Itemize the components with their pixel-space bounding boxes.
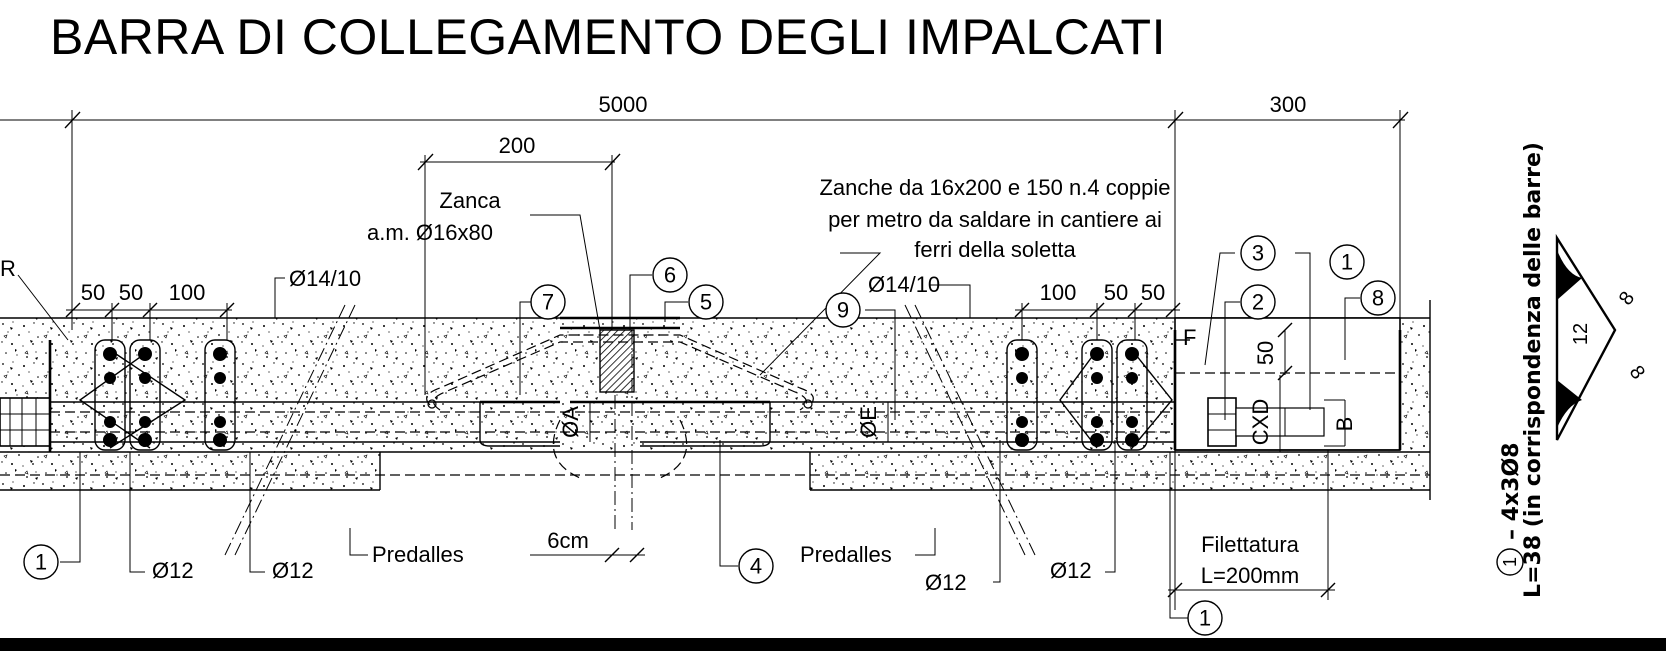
dim-300: 300 xyxy=(1270,92,1307,117)
label-phi12-c: Ø12 xyxy=(925,570,967,595)
label-phi14-right: Ø14/10 xyxy=(868,272,940,297)
label-phi14-left: Ø14/10 xyxy=(289,266,361,291)
label-predalles-left: Predalles xyxy=(372,542,464,567)
label-filettatura-length: L=200mm xyxy=(1201,563,1299,588)
label-b: B xyxy=(1332,417,1357,432)
dim-50-right-a: 50 xyxy=(1104,280,1128,305)
label-zanca: Zanca xyxy=(439,188,501,213)
svg-text:3: 3 xyxy=(1252,241,1264,266)
dimension-lines xyxy=(0,110,1409,610)
dim-200: 200 xyxy=(499,133,536,158)
label-cxd: CXD xyxy=(1248,399,1273,445)
label-phi12-b: Ø12 xyxy=(272,558,314,583)
left-nut xyxy=(0,340,52,452)
svg-text:8: 8 xyxy=(1372,286,1384,311)
marker-8: 8 xyxy=(1360,280,1396,316)
svg-text:5: 5 xyxy=(700,290,712,315)
svg-text:1: 1 xyxy=(1199,606,1211,631)
weld-marker: 1 xyxy=(1500,557,1520,567)
weld-dim-8a: 8 xyxy=(1615,288,1639,310)
dim-100-left: 100 xyxy=(169,280,206,305)
dim-50-left-b: 50 xyxy=(119,280,143,305)
svg-text:4: 4 xyxy=(750,554,762,579)
marker-2: 2 xyxy=(1240,284,1276,320)
dim-6cm: 6cm xyxy=(547,528,589,553)
svg-text:9: 9 xyxy=(837,298,849,323)
svg-text:7: 7 xyxy=(542,290,554,315)
marker-1-left: 1 xyxy=(23,544,59,580)
svg-text:1: 1 xyxy=(35,550,47,575)
svg-text:6: 6 xyxy=(664,263,676,288)
label-zanca-am: a.m. Ø16x80 xyxy=(367,220,493,245)
marker-9: 9 xyxy=(825,292,861,328)
marker-1-bottom: 1 xyxy=(1187,600,1223,636)
label-phi12-a: Ø12 xyxy=(152,558,194,583)
dim-50-right-b: 50 xyxy=(1141,280,1165,305)
dim-50-vertical: 50 xyxy=(1253,341,1278,365)
weld-dim-8b: 8 xyxy=(1625,362,1649,384)
zanche-anchors xyxy=(426,334,814,411)
end-anchor-block xyxy=(1173,317,1402,451)
label-zanche-3: ferri della soletta xyxy=(914,237,1076,262)
label-f: F xyxy=(1183,325,1196,350)
right-stirrups xyxy=(1006,339,1173,451)
dim-total: 5000 xyxy=(599,92,648,117)
label-phi12-d: Ø12 xyxy=(1050,558,1092,583)
svg-text:2: 2 xyxy=(1252,290,1264,315)
label-zanche-2: per metro da saldare in cantiere ai xyxy=(828,207,1162,232)
weld-spec: – 4x3Ø8 xyxy=(1499,443,1524,540)
connection-bar xyxy=(50,400,1175,447)
marker-4: 4 xyxy=(738,548,774,584)
label-zanche-1: Zanche da 16x200 e 150 n.4 coppie xyxy=(819,175,1170,200)
label-predalles-right: Predalles xyxy=(800,542,892,567)
weld-detail: 1 – 4x3Ø8 L=38 (in corrispondenza delle … xyxy=(1496,142,1649,598)
marker-7: 7 xyxy=(530,284,566,320)
label-r: R xyxy=(0,256,16,281)
left-stirrups xyxy=(78,339,236,451)
weld-dim-12: 12 xyxy=(1570,323,1592,345)
leader-lines xyxy=(17,214,1360,619)
drawing-title: BARRA DI COLLEGAMENTO DEGLI IMPALCATI xyxy=(50,9,1166,65)
marker-1-top: 1 xyxy=(1329,244,1365,280)
label-phi-a: ØA xyxy=(558,406,583,438)
joint-filler xyxy=(552,316,688,530)
weld-note: L=38 (in corrispondenza delle barre) xyxy=(1521,142,1546,598)
label-phi-e: ØE xyxy=(856,406,881,438)
marker-3: 3 xyxy=(1240,235,1276,271)
marker-6: 6 xyxy=(652,257,688,293)
dim-100-right: 100 xyxy=(1040,280,1077,305)
svg-text:1: 1 xyxy=(1341,250,1353,275)
label-filettatura: Filettatura xyxy=(1201,532,1300,557)
bottom-frame-line xyxy=(0,638,1666,651)
marker-5: 5 xyxy=(688,284,724,320)
dim-50-left-a: 50 xyxy=(81,280,105,305)
